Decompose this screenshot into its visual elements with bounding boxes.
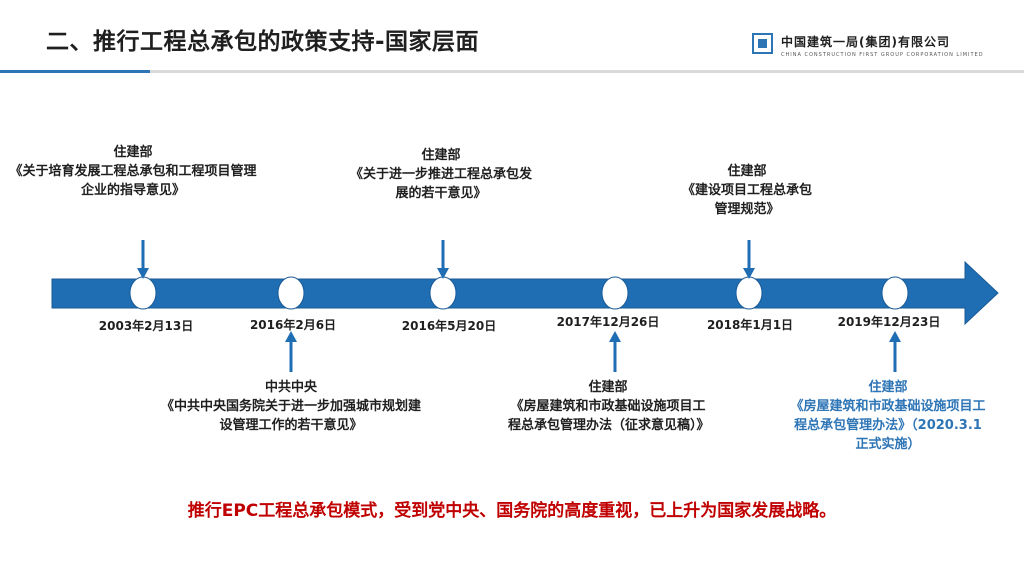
milestone-node-5 <box>735 276 763 310</box>
company-logo: 中国建筑一局(集团)有限公司 CHINA CONSTRUCTION FIRST … <box>752 33 984 58</box>
policy-issuer: 住建部 <box>113 145 153 160</box>
milestone-date-4: 2017年12月26日 <box>556 315 660 329</box>
policy-document: 《房屋建筑和市政基础设施项目工程总承包管理办法》（2020.3.1正式实施） <box>790 399 986 452</box>
up-arrow-2 <box>609 331 621 372</box>
policy-document: 《中共中央国务院关于进一步加强城市规划建设管理工作的若干意见》 <box>160 399 421 433</box>
milestone-node-1 <box>129 276 157 310</box>
company-name-cn: 中国建筑一局(集团)有限公司 <box>781 35 950 49</box>
slide-title: 二、推行工程总承包的政策支持-国家层面 <box>46 29 480 55</box>
policy-document: 《关于进一步推进工程总承包发展的若干意见》 <box>349 167 532 201</box>
up-arrow-3 <box>889 331 901 372</box>
conclusion-text: 推行EPC工程总承包模式，受到党中央、国务院的高度重视，已上升为国家发展战略。 <box>187 501 837 521</box>
policy-label-2018: 住建部 《建设项目工程总承包管理规范》 <box>676 162 818 219</box>
policy-label-2003: 住建部 《关于培育发展工程总承包和工程项目管理企业的指导意见》 <box>8 143 258 200</box>
milestone-date-2: 2016年2月6日 <box>249 318 337 332</box>
policy-document: 《关于培育发展工程总承包和工程项目管理企业的指导意见》 <box>9 164 257 198</box>
milestone-node-6 <box>881 276 909 310</box>
down-arrow-1 <box>137 240 149 279</box>
policy-issuer: 住建部 <box>868 380 908 395</box>
policy-document: 《房屋建筑和市政基础设施项目工程总承包管理办法（征求意见稿）》 <box>508 399 710 433</box>
milestone-node-3 <box>429 276 457 310</box>
down-arrow-3 <box>743 240 755 279</box>
policy-issuer: 住建部 <box>421 148 461 163</box>
title-divider <box>0 70 1024 73</box>
company-name-en: CHINA CONSTRUCTION FIRST GROUP CORPORATI… <box>781 52 984 58</box>
policy-label-2017: 住建部 《房屋建筑和市政基础设施项目工程总承包管理办法（征求意见稿）》 <box>508 378 710 435</box>
down-arrow-2 <box>437 240 449 279</box>
milestone-date-1: 2003年2月13日 <box>98 319 194 333</box>
milestone-date-3: 2016年5月20日 <box>401 319 497 333</box>
policy-label-2016-05: 住建部 《关于进一步推进工程总承包发展的若干意见》 <box>346 146 536 203</box>
policy-label-2016-02: 中共中央 《中共中央国务院关于进一步加强城市规划建设管理工作的若干意见》 <box>160 378 422 435</box>
milestone-node-4 <box>601 276 629 310</box>
policy-label-2019: 住建部 《房屋建筑和市政基础设施项目工程总承包管理办法》（2020.3.1正式实… <box>790 378 986 454</box>
policy-document: 《建设项目工程总承包管理规范》 <box>681 183 812 217</box>
milestone-date-5: 2018年1月1日 <box>706 318 794 332</box>
timeline-arrow <box>51 260 999 326</box>
policy-issuer: 中共中央 <box>264 380 317 395</box>
company-logo-icon <box>752 33 773 54</box>
milestone-node-2 <box>277 276 305 310</box>
policy-issuer: 住建部 <box>588 380 628 395</box>
milestone-date-6: 2019年12月23日 <box>837 315 941 329</box>
title-divider-accent <box>0 70 150 73</box>
policy-issuer: 住建部 <box>727 164 767 179</box>
up-arrow-1 <box>285 331 297 372</box>
